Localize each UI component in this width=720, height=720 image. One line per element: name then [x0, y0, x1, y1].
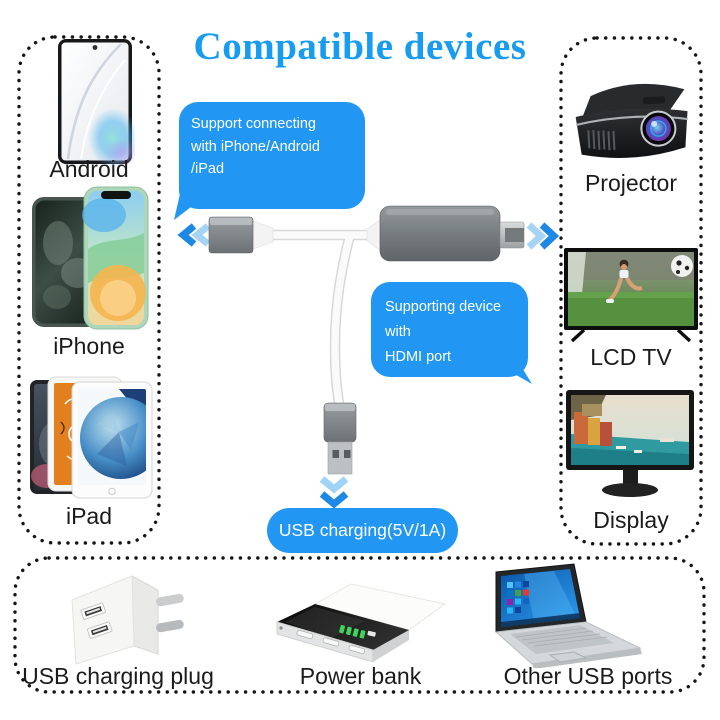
usb-charging-plug-label: USB charging plug: [22, 663, 214, 689]
power-bank-image: [276, 583, 447, 663]
power-bank-label: Power bank: [299, 663, 422, 689]
monitor-image: [566, 390, 694, 497]
hdmi-device-bubble-tail: [486, 358, 532, 384]
page-title: Compatible devices: [193, 25, 527, 68]
usb-charging-plug-image: [71, 575, 184, 665]
usb-charging-pill: USB charging(5V/1A): [267, 508, 458, 553]
down-arrows-icon: [319, 476, 349, 509]
hdmi-cable-image: [177, 205, 560, 509]
iphone-label: iPhone: [53, 333, 125, 359]
right-devices-border: [559, 36, 703, 546]
other-usb-ports-label: Other USB ports: [503, 663, 673, 689]
ipad-label: iPad: [65, 503, 113, 529]
hdmi-connector: [366, 205, 525, 262]
bottom-devices-border: [13, 556, 706, 694]
phone-support-bubble-tail: [174, 194, 208, 220]
usb-female-connector: [208, 216, 274, 254]
lcd-tv-image: [564, 248, 698, 343]
left-arrows-icon: [177, 223, 211, 247]
left-devices-border: [17, 35, 161, 545]
projector-label: Projector: [584, 170, 678, 196]
phone-support-bubble-line1: Support connecting: [191, 116, 316, 132]
phone-support-bubble-line2: with iPhone/Android: [191, 138, 320, 155]
right-arrows-icon: [526, 222, 560, 250]
iphone-image: [32, 186, 149, 330]
lcd-tv-label: LCD TV: [590, 344, 672, 370]
phone-support-bubble: Support connecting with iPhone/Android /…: [179, 102, 365, 209]
ipad-image: [30, 376, 153, 499]
monitor-label: Display: [593, 507, 669, 533]
laptop-image: [494, 563, 642, 668]
hdmi-device-bubble-line1: Supporting device with: [385, 299, 502, 340]
usb-male-connector: [323, 402, 357, 475]
phone-support-bubble-line3: /iPad: [191, 161, 225, 177]
cable-wire: [265, 229, 389, 409]
projector-image: [575, 83, 689, 158]
android-phone-image: [58, 39, 135, 166]
hdmi-device-bubble-line2: HDMI port: [385, 349, 452, 365]
android-label: Android: [49, 156, 129, 182]
